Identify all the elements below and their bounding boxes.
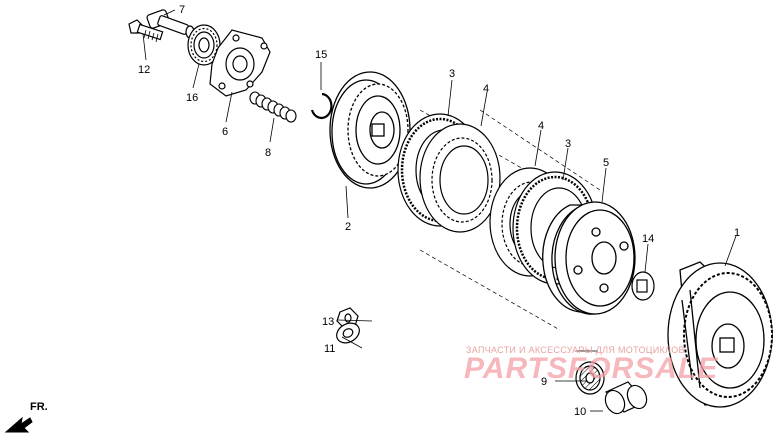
callout-10: 10 [574, 406, 586, 418]
callout-9: 9 [541, 376, 547, 388]
part-15-circlip [310, 92, 333, 120]
callout-13: 13 [322, 316, 334, 328]
callout-4-top: 4 [483, 83, 489, 95]
part-9-gear [575, 361, 605, 395]
part-10-collar [604, 381, 648, 415]
callout-12: 12 [138, 64, 150, 76]
part-5-pressure-plate [542, 201, 636, 315]
callout-15: 15 [315, 49, 327, 61]
callout-8: 8 [265, 147, 271, 159]
part-2-drive-gear [329, 71, 411, 189]
callout-3-second: 3 [565, 138, 571, 150]
part-6-lifter-plate [209, 29, 271, 97]
callout-6: 6 [222, 126, 228, 138]
callout-7: 7 [179, 4, 185, 16]
part-11-washer [336, 322, 360, 344]
watermark-brand: PARTSFORSALE [464, 352, 719, 385]
callout-16: 16 [186, 92, 198, 104]
callout-1: 1 [734, 227, 740, 239]
callout-5: 5 [603, 157, 609, 169]
callout-14: 14 [642, 233, 654, 245]
part-14-lock-washer [631, 271, 655, 301]
callout-3-top: 3 [449, 68, 455, 80]
callout-2: 2 [345, 221, 351, 233]
watermark-caption: ЗАПЧАСТИ И АКСЕССУАРЫ ДЛЯ МОТОЦИКЛОВ [466, 345, 685, 355]
part-4-clutch-plate-a [419, 123, 501, 233]
leader-lines [142, 9, 737, 412]
callout-labels: 7 12 16 6 15 8 2 3 4 4 3 5 14 1 13 11 9 … [138, 4, 740, 418]
front-direction-arrow [4, 416, 33, 433]
part-12-bolt [128, 19, 164, 43]
front-direction-label: FR. [30, 401, 48, 413]
part-1-clutch-drum [667, 261, 773, 408]
callout-4-second: 4 [538, 120, 544, 132]
callout-11: 11 [324, 343, 335, 355]
part-8-spring [249, 91, 297, 123]
part-7-pin [146, 9, 195, 39]
